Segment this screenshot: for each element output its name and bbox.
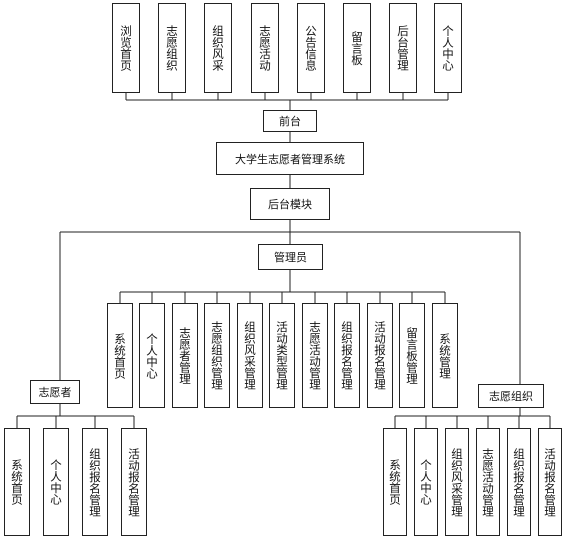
frontend-module-personal-center: 个人中心 <box>434 3 462 93</box>
admin-module-org-style-mgmt: 组织风采管理 <box>237 303 263 408</box>
admin-module-volunteer-activity-mgmt: 志愿活动管理 <box>302 303 328 408</box>
volunteer-module-system-home: 系统首页 <box>4 428 30 536</box>
organization-module-volunteer-activity-mgmt: 志愿活动管理 <box>476 428 500 536</box>
admin-node: 管理员 <box>258 244 323 270</box>
frontend-module-org-style: 组织风采 <box>204 3 232 93</box>
organization-module-system-home: 系统首页 <box>383 428 407 536</box>
admin-module-personal-center: 个人中心 <box>139 303 165 408</box>
admin-module-activity-signup-mgmt: 活动报名管理 <box>367 303 393 408</box>
volunteer-module-activity-signup-mgmt: 活动报名管理 <box>121 428 147 536</box>
volunteer-module-org-signup-mgmt: 组织报名管理 <box>82 428 108 536</box>
frontend-module-backend-admin: 后台管理 <box>389 3 417 93</box>
admin-module-activity-type-mgmt: 活动类型管理 <box>269 303 295 408</box>
admin-module-org-signup-mgmt: 组织报名管理 <box>334 303 360 408</box>
system-node: 大学生志愿者管理系统 <box>216 142 364 175</box>
frontend-node: 前台 <box>263 110 317 132</box>
frontend-module-browse-home: 浏览首页 <box>112 3 140 93</box>
backend-node: 后台模块 <box>250 188 330 220</box>
organization-module-org-signup-mgmt: 组织报名管理 <box>507 428 531 536</box>
organization-module-org-style-mgmt: 组织风采管理 <box>445 428 469 536</box>
organization-module-personal-center: 个人中心 <box>414 428 438 536</box>
admin-module-volunteer-mgmt: 志愿者管理 <box>172 303 198 408</box>
frontend-module-volunteer-org: 志愿组织 <box>158 3 186 93</box>
frontend-module-message-board: 留言板 <box>343 3 371 93</box>
admin-module-message-board-mgmt: 留言板管理 <box>399 303 425 408</box>
admin-module-system-mgmt: 系统管理 <box>432 303 458 408</box>
admin-module-system-home: 系统首页 <box>107 303 133 408</box>
organization-node: 志愿组织 <box>478 384 544 408</box>
organization-module-activity-signup-mgmt: 活动报名管理 <box>538 428 562 536</box>
frontend-module-volunteer-activity: 志愿活动 <box>251 3 279 93</box>
volunteer-node: 志愿者 <box>30 380 80 404</box>
admin-module-org-mgmt: 志愿组织管理 <box>204 303 230 408</box>
frontend-module-announcement: 公告信息 <box>297 3 325 93</box>
volunteer-module-personal-center: 个人中心 <box>43 428 69 536</box>
